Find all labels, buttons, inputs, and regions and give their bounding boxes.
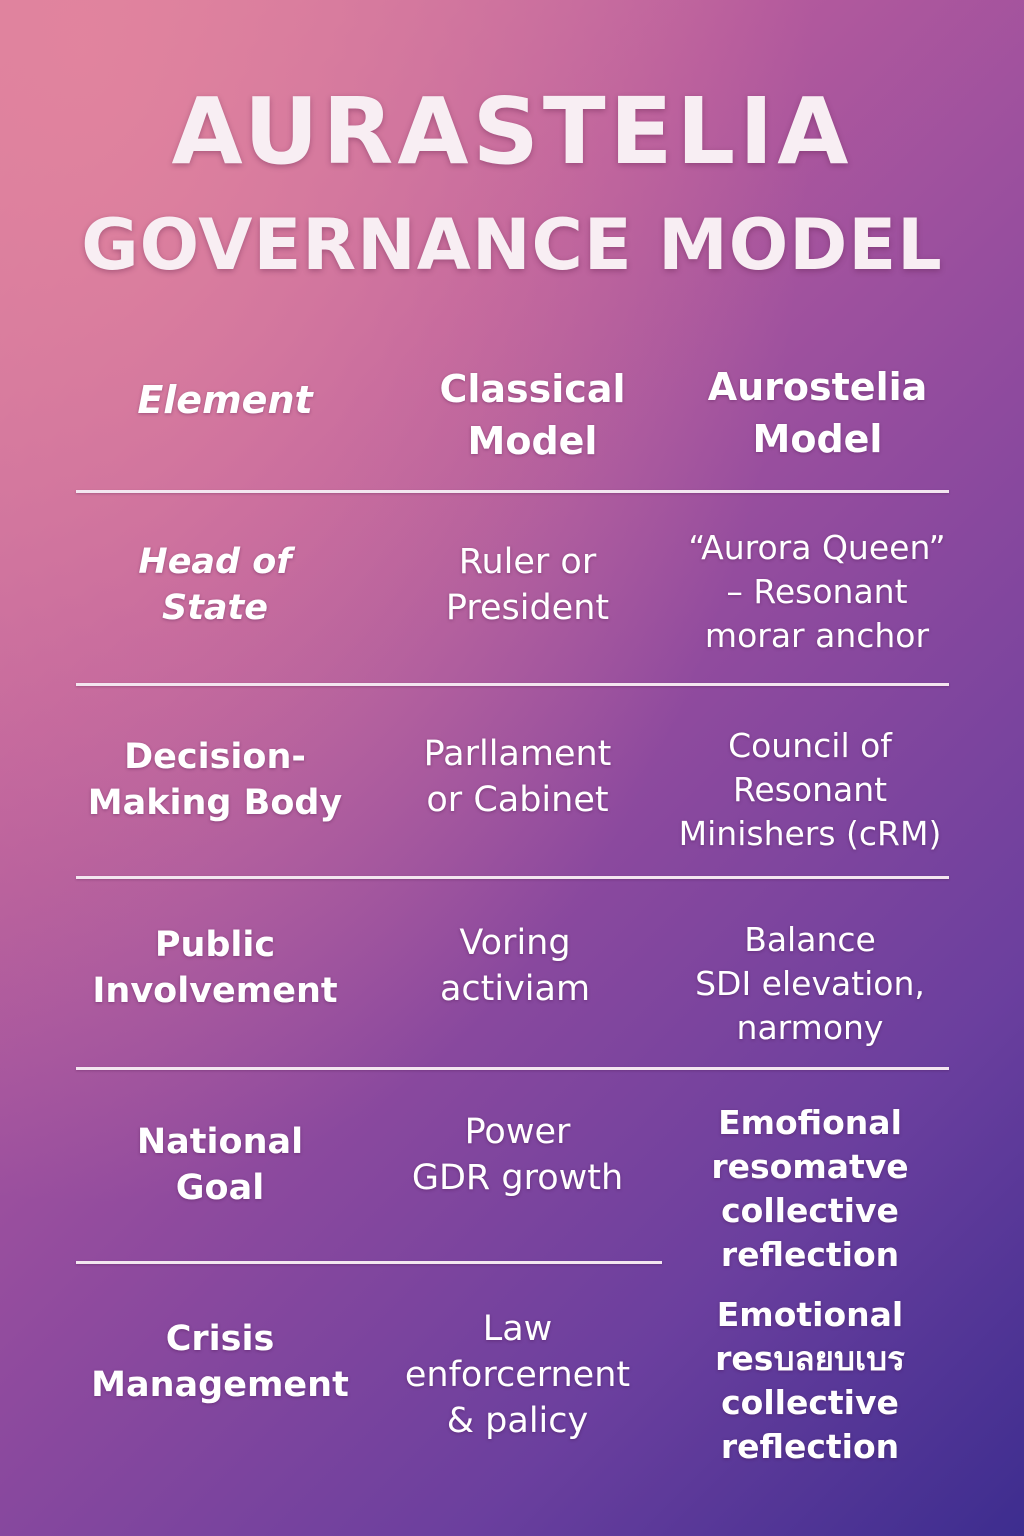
- header-element: Element: [137, 378, 313, 422]
- row-decision-body-element: Decision- Making Body: [87, 737, 343, 823]
- row-public-involvement-classical: Voring activiam: [439, 923, 591, 1009]
- row-national-goal-classical: Power GDR growth: [411, 1112, 624, 1198]
- row-divider: [76, 490, 949, 493]
- row-national-goal-element: National Goal: [136, 1122, 304, 1208]
- row-decision-body-aurostelia: Council of Resonant Minishers (cRM): [678, 726, 942, 853]
- row-crisis-management-element: Crisis Management: [91, 1319, 349, 1405]
- row-divider: [76, 683, 949, 686]
- row-head-of-state-element: Head of State: [138, 542, 292, 628]
- row-public-involvement-aurostelia: Balance SDI elevation, narmony: [695, 920, 925, 1047]
- page-title: AURASTELIA: [171, 78, 853, 185]
- row-head-of-state-classical: Ruler or President: [445, 542, 610, 628]
- row-head-of-state-aurostelia: “Aurora Queen” – Resonant morar anchor: [688, 528, 946, 655]
- page-subtitle: GOVERNANCE MODEL: [81, 204, 943, 286]
- header-classical-model: Classical Model: [439, 367, 626, 463]
- row-divider: [76, 876, 949, 879]
- row-divider: [76, 1261, 662, 1264]
- row-crisis-management-aurostelia: Emotional resบลยบเบร collective reflecti…: [715, 1295, 905, 1466]
- row-decision-body-classical: Parllament or Cabinet: [423, 734, 612, 820]
- row-national-goal-aurostelia: Emofional resomatve collective reflectio…: [711, 1103, 909, 1274]
- row-divider: [76, 1067, 949, 1070]
- row-public-involvement-element: Public Involvement: [92, 925, 338, 1011]
- header-aurostelia-model: Aurostelia Model: [707, 365, 928, 461]
- row-crisis-management-classical: Law enforcernent & palicy: [404, 1309, 631, 1441]
